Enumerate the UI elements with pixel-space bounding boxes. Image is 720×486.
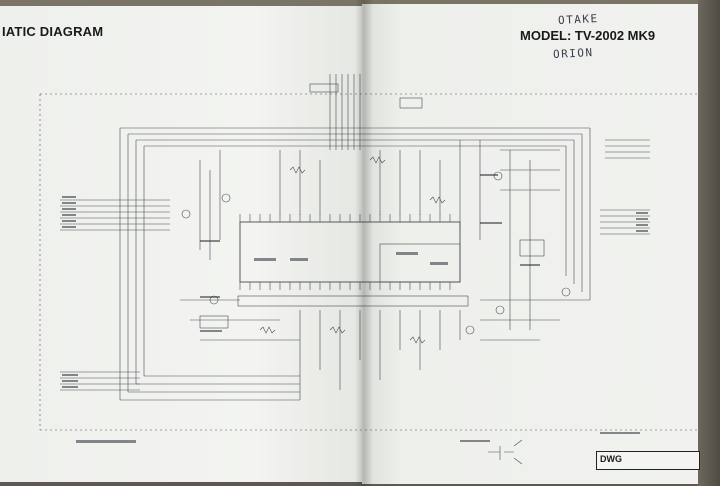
model-label: MODEL: (520, 28, 572, 43)
drawing-number-label: DWG (600, 454, 622, 464)
model-title: MODEL: TV-2002 MK9 (520, 28, 655, 43)
drawing-number-box (596, 451, 700, 470)
diagram-title: IATIC DIAGRAM (2, 24, 104, 39)
table-edge (698, 0, 720, 486)
model-value: TV-2002 MK9 (574, 28, 656, 43)
left-page (0, 6, 365, 482)
page-fold (355, 0, 373, 486)
